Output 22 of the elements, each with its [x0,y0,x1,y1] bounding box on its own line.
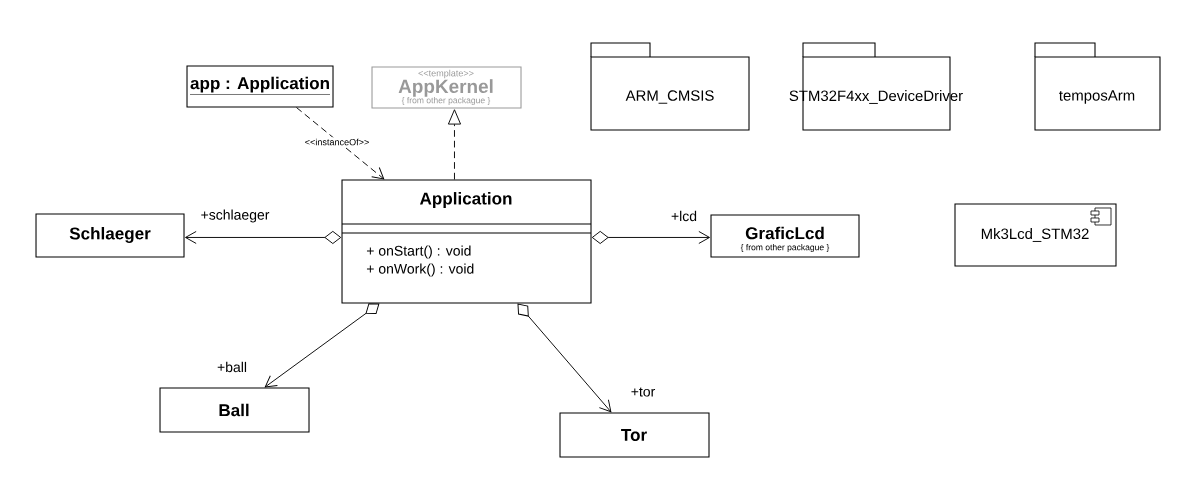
arrow [591,230,710,244]
package-folder: STM32F4xx_DeviceDriver [789,42,963,131]
edge-label: +lcd [669,209,699,223]
class-box: Tor [559,412,710,458]
class-box: Ball [159,387,310,433]
arrow [296,107,385,180]
template-class-box: <<template>> AppKernel { from other packague } [371,66,522,109]
arrow [517,303,612,413]
arrow [447,109,462,180]
package-folder: ARM_CMSIS [590,42,750,131]
component-box: Mk3Lcd_STM32 [954,203,1117,267]
class-box: GraficLcd { from other packague } [710,214,860,258]
object-box: app : Application [186,65,334,108]
edge-label: +tor [629,386,657,398]
package-folder: temposArm [1034,42,1161,131]
arrow [185,230,342,244]
edge-label: <<instanceOf>> [303,137,371,147]
class-box: Schlaeger [35,213,185,258]
edge-label: +ball [215,360,249,374]
arrow [264,303,380,388]
edge-label: +schlaeger [199,208,271,224]
class-box: Application + onStart() : void + onWork() : void [341,179,592,304]
